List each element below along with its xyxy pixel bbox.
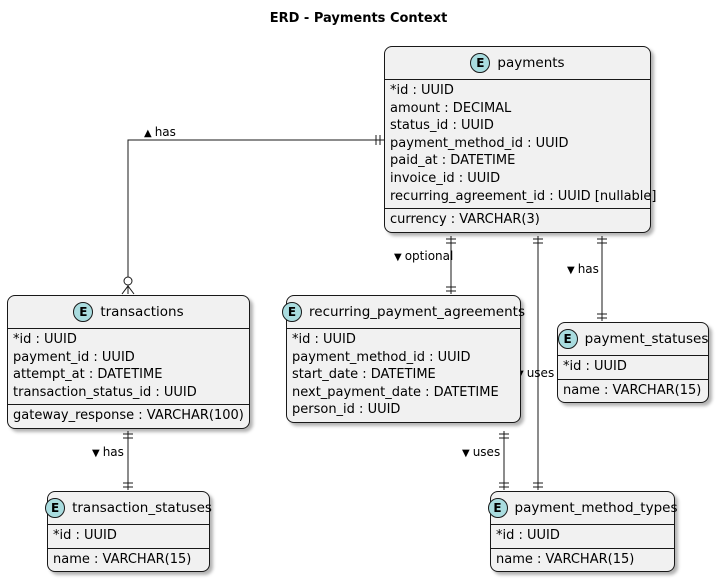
entity-fields: *id : UUID payment_method_id : UUID start_… <box>287 329 520 422</box>
relation-label-payments-transactions: ▲has <box>144 125 176 139</box>
entity-field: *id : UUID <box>292 332 356 347</box>
down-arrow-icon: ▼ <box>394 252 402 263</box>
many-mark <box>121 285 135 295</box>
entity-fields: *id : UUID <box>48 525 209 548</box>
relation-text: has <box>102 445 124 459</box>
zero-mark <box>123 276 133 286</box>
entity-field: name : VARCHAR(15) <box>53 551 192 567</box>
relation-text: uses <box>472 445 501 459</box>
entity-extra-fields: currency : VARCHAR(3) <box>385 208 650 232</box>
down-arrow-icon: ▼ <box>92 448 100 459</box>
relation-text: has <box>577 262 599 276</box>
entity-name: payments <box>497 55 565 71</box>
entity-field: paid_at : DATETIME <box>390 153 516 169</box>
entity-badge-icon: E <box>282 302 303 322</box>
entity-field: attempt_at : DATETIME <box>13 367 163 383</box>
entity-badge-icon: E <box>45 498 66 518</box>
entity-name: transaction_statuses <box>72 500 212 516</box>
entity-field: next_payment_date : DATETIME <box>292 384 499 400</box>
relation-label-transactions-statuses: ▼has <box>92 445 124 459</box>
relation-label-recurring-method-types: ▼uses <box>462 445 500 459</box>
entity-extra-fields: name : VARCHAR(15) <box>491 547 674 572</box>
entity-name: payment_statuses <box>584 331 709 347</box>
relation-label-payments-method-types: ▼uses <box>516 366 554 380</box>
entity-field: status_id : UUID <box>390 118 494 134</box>
entity-field: name : VARCHAR(15) <box>496 551 635 567</box>
entity-field: start_date : DATETIME <box>292 367 436 383</box>
entity-field: recurring_agreement_id : UUID [nullable] <box>390 188 657 204</box>
entity-badge-icon: E <box>557 329 578 349</box>
entity-badge-icon: E <box>487 498 508 518</box>
relation-text: optional <box>404 249 454 263</box>
entity-field: name : VARCHAR(15) <box>563 382 702 398</box>
entity-extra-fields: gateway_response : VARCHAR(100) <box>8 404 249 428</box>
entity-field: *id : UUID <box>13 332 77 347</box>
entity-fields: *id : UUID <box>558 356 708 379</box>
entity-fields: *id : UUID amount : DECIMAL status_id : UU… <box>385 80 657 208</box>
link-payments-transactions <box>127 139 384 294</box>
entity-field: gateway_response : VARCHAR(100) <box>13 408 244 424</box>
entity-field: *id : UUID <box>563 359 627 374</box>
entity-fields: *id : UUID <box>491 525 674 548</box>
relation-text: uses <box>526 366 555 380</box>
entity-field: *id : UUID <box>53 528 117 543</box>
entity-fields: *id : UUID payment_id : UUID attempt_at : … <box>8 329 249 404</box>
diagram-title: ERD - Payments Context <box>269 11 448 26</box>
entity-field: transaction_status_id : UUID <box>13 384 197 400</box>
down-arrow-icon: ▼ <box>567 265 575 276</box>
down-arrow-icon: ▼ <box>462 448 470 459</box>
entity-field: payment_method_id : UUID <box>292 349 471 365</box>
entity-field: amount : DECIMAL <box>390 100 512 116</box>
entity-field: payment_method_id : UUID <box>390 135 569 151</box>
entity-name: payment_method_types <box>514 500 678 516</box>
entity-badge-icon: E <box>470 53 491 73</box>
entity-field: currency : VARCHAR(3) <box>390 212 540 228</box>
entity-field: *id : UUID <box>390 83 454 98</box>
entity-name: transactions <box>100 304 184 320</box>
relation-label-payments-recurring: ▼optional <box>394 249 453 263</box>
up-arrow-icon: ▲ <box>144 128 152 139</box>
entity-field: invoice_id : UUID <box>390 170 501 186</box>
relation-label-payments-statuses: ▼has <box>567 262 599 276</box>
entity-extra-fields: name : VARCHAR(15) <box>48 547 209 572</box>
entity-extra-fields: name : VARCHAR(15) <box>558 378 708 403</box>
relation-text: has <box>154 125 176 139</box>
entity-name: recurring_payment_agreements <box>309 304 525 320</box>
entity-field: person_id : UUID <box>292 402 401 418</box>
entity-badge-icon: E <box>73 302 94 322</box>
entity-field: payment_id : UUID <box>13 349 135 365</box>
entity-field: *id : UUID <box>496 528 560 543</box>
